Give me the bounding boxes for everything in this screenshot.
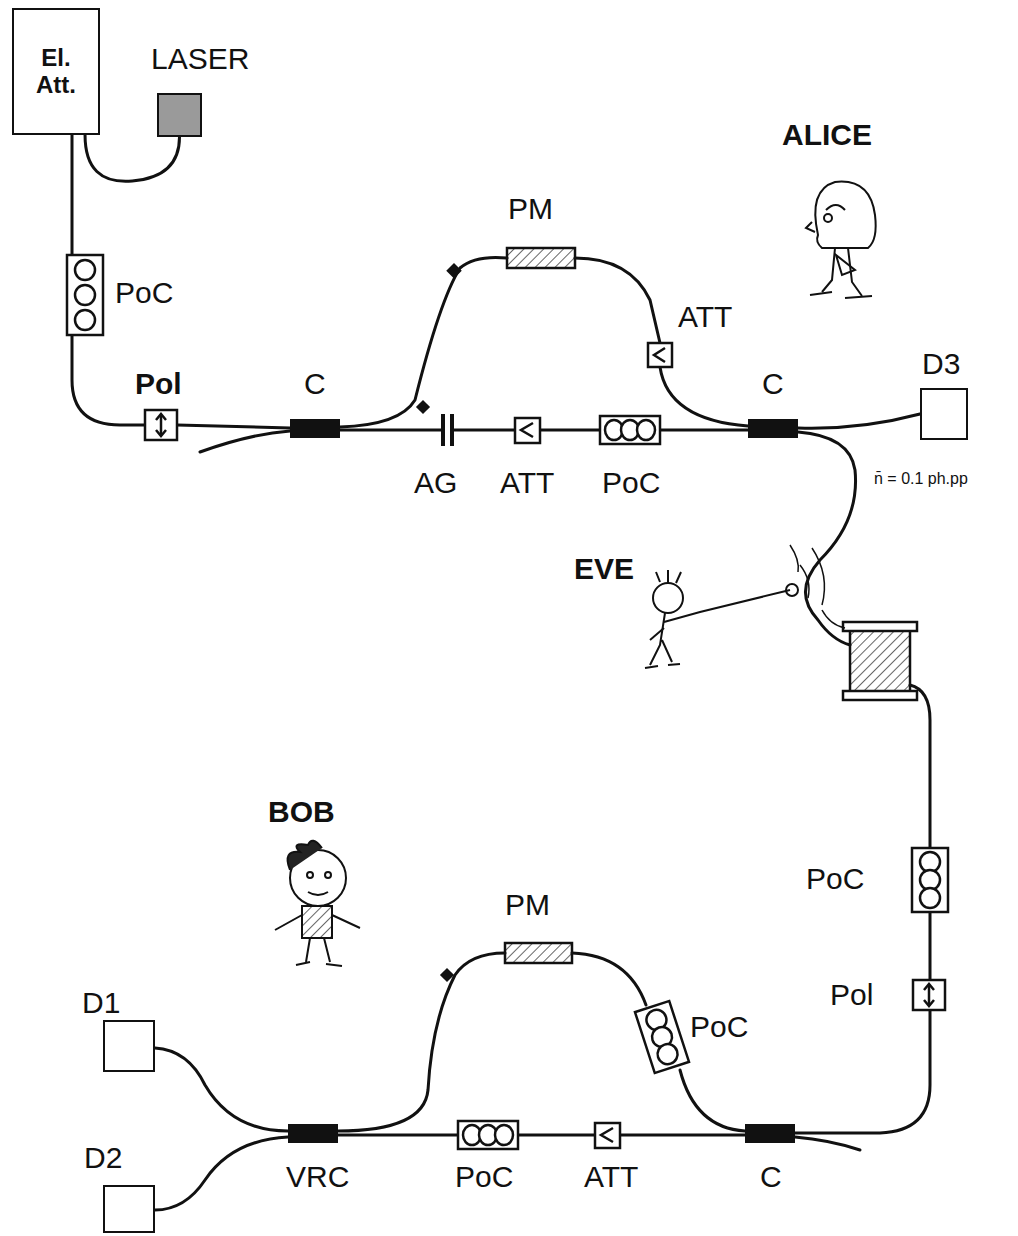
party-name: Pol [135,367,182,400]
detector-box: D3 [920,388,968,440]
component-label: C [760,1160,782,1193]
party-name: EVE [574,552,634,585]
component-label: ATT [500,466,554,499]
component-label: PM [505,888,550,921]
component-label: PoC [115,276,173,309]
attenuators [515,343,672,1148]
party-name: BOB [268,795,335,828]
optical-fibers [72,135,930,1210]
detector-box: D2 [103,1185,155,1233]
component-label: C [304,367,326,400]
detector-box: D1 [103,1020,155,1072]
box-heading: D1 [82,986,120,1019]
box-heading: LASER [151,42,249,75]
fiber-spool [843,622,917,700]
component-label: C [762,367,784,400]
component-label: n̄ = 0.1 ph.pp [874,470,968,488]
phase-modulators [505,248,575,963]
component-label: PoC [690,1010,748,1043]
component-label: Pol [830,978,873,1011]
bob-cartoon [275,841,360,966]
component-label: VRC [286,1160,349,1193]
component-label: ATT [678,300,732,333]
component-label: ATT [584,1160,638,1193]
alice-cartoon [806,182,876,298]
component-label: PoC [602,466,660,499]
fiber-connector [85,135,179,181]
signal-waves [790,545,845,628]
air-gap [443,414,452,446]
polarization-controllers [67,255,948,1149]
component-label: PM [508,192,553,225]
polarizers [145,410,945,1010]
attenuator-box: El. Att. [12,8,100,135]
component-label: PoC [806,862,864,895]
component-label: PoC [455,1160,513,1193]
box-heading: D3 [922,347,960,380]
component-label: AG [414,466,457,499]
fiber-couplers [288,263,798,1143]
eve-cartoon [645,570,798,668]
laser-box: LASER [157,93,202,137]
party-name: ALICE [782,118,872,151]
box-label: El. Att. [28,45,84,98]
box-heading: D2 [84,1141,122,1174]
